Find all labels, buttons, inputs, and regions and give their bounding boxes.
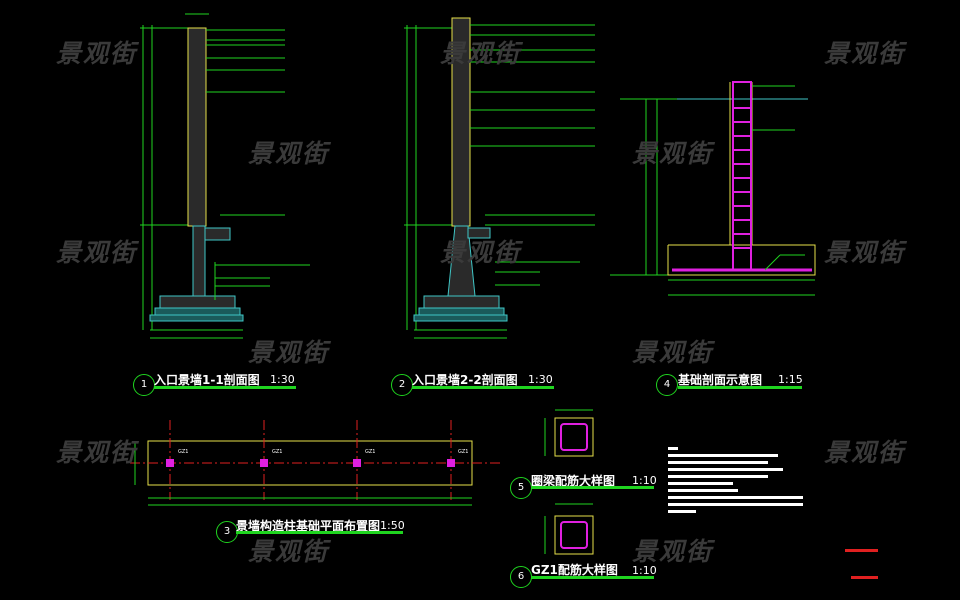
title-underline [678, 386, 802, 389]
watermark: 景观街 [440, 39, 522, 68]
watermark: 景观街 [824, 39, 906, 68]
watermark: 景观街 [632, 537, 714, 566]
watermark: 景观街 [824, 438, 906, 467]
column-label: GZ1 [272, 449, 283, 455]
general-notes-block [668, 447, 803, 513]
watermark: 景观街 [248, 338, 330, 367]
watermark: 景观街 [824, 238, 906, 267]
ring-beam-detail-drawing [544, 409, 594, 457]
drawing-scale-6: 1:10 [632, 564, 657, 577]
drawing-title-4: 基础剖面示意图 [678, 373, 763, 387]
drawing-stamp-red [845, 549, 878, 579]
drawing-number-2: 2 [391, 374, 413, 396]
watermark: 景观街 [56, 438, 138, 467]
section-2-2-drawing [404, 17, 595, 339]
drawing-number-1: 1 [133, 374, 155, 396]
drawing-title-6: GZ1配筋大样图 [531, 563, 618, 577]
drawing-number-6: 6 [510, 566, 532, 588]
drawing-title-1: 入口景墙1-1剖面图 [154, 373, 260, 387]
title-underline [531, 576, 654, 579]
watermark: 景观街 [440, 238, 522, 267]
watermark: 景观街 [632, 139, 714, 168]
watermark: 景观街 [56, 238, 138, 267]
section-1-1-drawing [140, 13, 310, 339]
drawing-scale-3: 1:50 [380, 519, 405, 532]
foundation-section-drawing [610, 81, 816, 296]
watermark: 景观街 [632, 338, 714, 367]
drawing-scale-1: 1:30 [270, 373, 295, 386]
watermark: 景观街 [248, 537, 330, 566]
drawing-scale-2: 1:30 [528, 373, 553, 386]
drawing-number-3: 3 [216, 521, 238, 543]
title-underline [154, 386, 296, 389]
watermark: 景观街 [56, 39, 138, 68]
column-label: GZ1 [178, 449, 189, 455]
drawing-title-3: 景墙构造柱基础平面布置图 [236, 519, 381, 533]
drawing-number-5: 5 [510, 477, 532, 499]
column-label: GZ1 [458, 449, 469, 455]
title-underline [531, 486, 654, 489]
drawing-number-4: 4 [656, 374, 678, 396]
drawing-title-2: 入口景墙2-2剖面图 [412, 373, 518, 387]
gz1-detail-drawing [544, 503, 594, 555]
column-label: GZ1 [365, 449, 376, 455]
title-underline [412, 386, 554, 389]
title-underline [236, 531, 403, 534]
watermark: 景观街 [248, 139, 330, 168]
drawing-scale-5: 1:10 [632, 474, 657, 487]
drawing-title-5: 圈梁配筋大样图 [531, 474, 616, 488]
drawing-scale-4: 1:15 [778, 373, 803, 386]
foundation-plan-drawing [130, 420, 500, 506]
